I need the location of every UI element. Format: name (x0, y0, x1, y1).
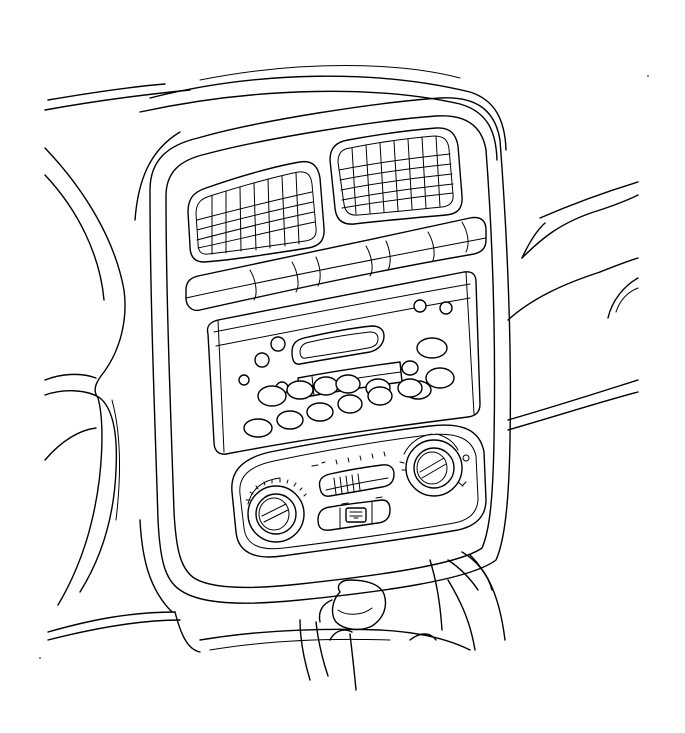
fan-speed-knob[interactable] (247, 477, 305, 543)
lower-console (47, 554, 506, 653)
mode-selector-slider[interactable] (318, 464, 395, 497)
switch-bar (185, 216, 487, 312)
radio-preset-buttons[interactable] (243, 374, 423, 438)
radio-cassette-unit (206, 271, 481, 455)
right-air-vent[interactable] (329, 127, 463, 225)
temperature-scale (399, 433, 470, 487)
display-window (291, 325, 385, 365)
center-stack-bezel (134, 97, 512, 613)
switch-buttons[interactable] (249, 221, 469, 301)
image-speck (39, 75, 649, 659)
gear-lever-knob[interactable] (299, 551, 493, 691)
dashboard-top-contours (44, 65, 507, 161)
defrost-ac-buttons[interactable] (317, 496, 391, 531)
temperature-knob[interactable] (405, 439, 463, 497)
right-passenger-dash (507, 181, 639, 431)
mode-selector-scale (311, 451, 386, 467)
left-steering-area (44, 147, 126, 606)
fan-speed-scale (245, 478, 307, 501)
left-air-vent[interactable] (187, 160, 325, 263)
climate-panel (231, 424, 487, 558)
radio-knobs-small[interactable] (238, 299, 453, 395)
right-vent-louvers (338, 135, 454, 215)
left-vent-louvers (196, 172, 316, 255)
